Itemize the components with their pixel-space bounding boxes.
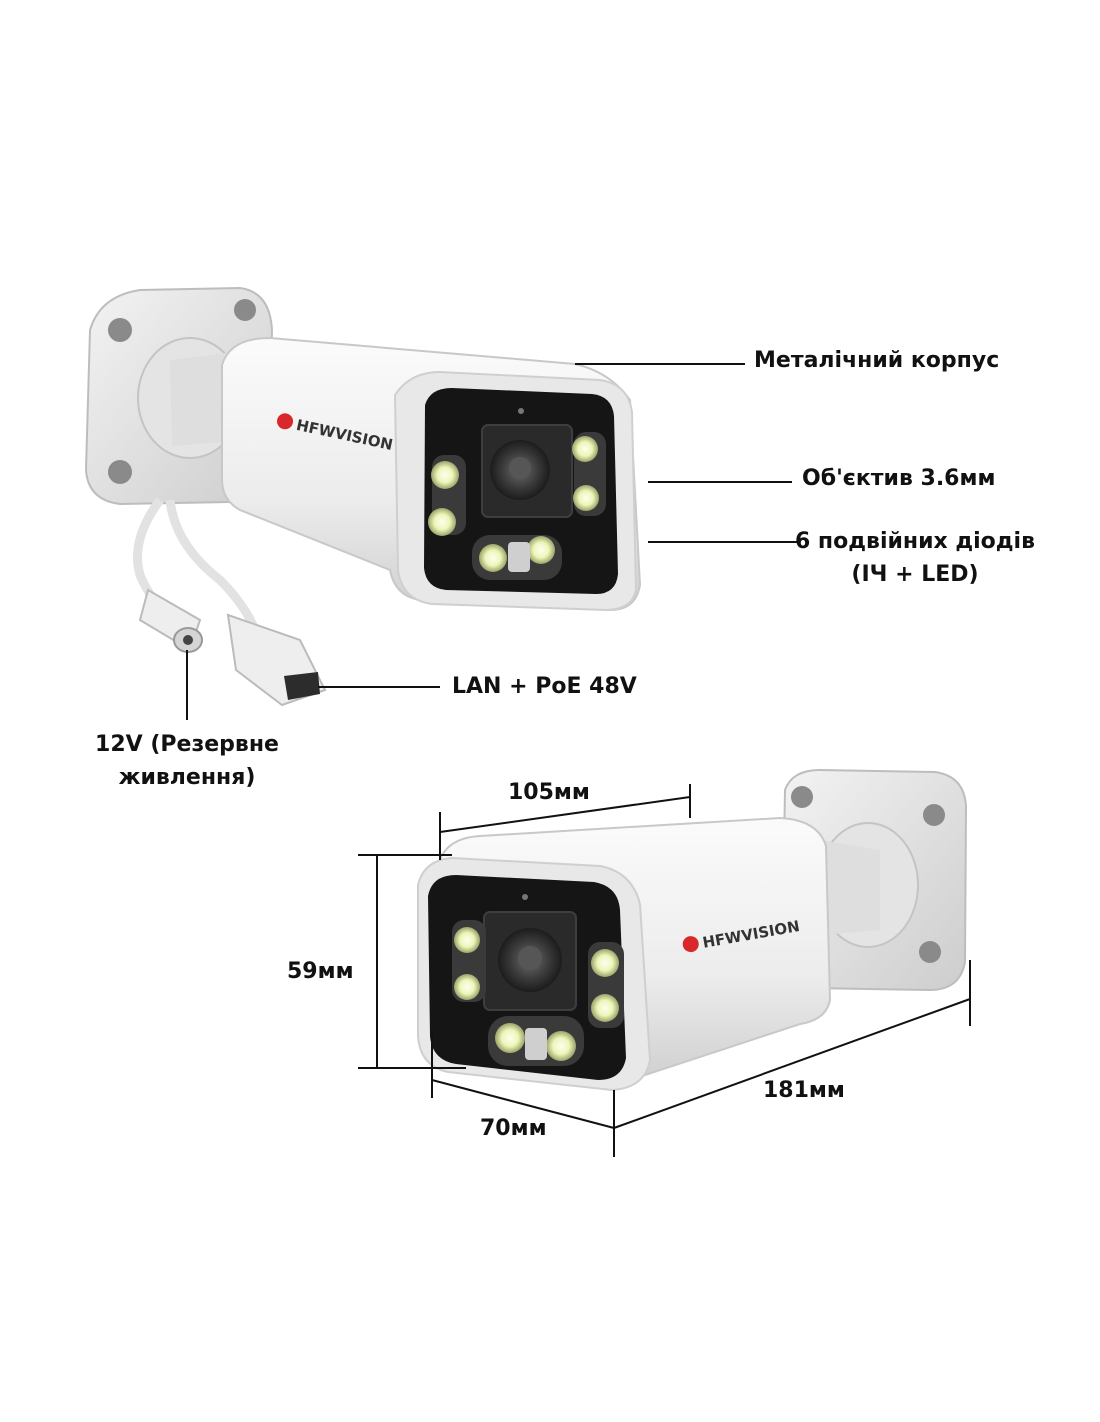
screw-hole xyxy=(234,299,256,321)
light-sensor xyxy=(525,1028,547,1060)
led-icon xyxy=(573,485,599,511)
label-lan-poe: LAN + PoE 48V xyxy=(452,674,637,699)
label-power-line2: живлення) xyxy=(118,765,256,790)
screw-hole xyxy=(923,804,945,826)
lens-center xyxy=(518,946,542,970)
led-icon xyxy=(431,461,459,489)
led-icon xyxy=(546,1031,576,1061)
label-lens: Об'єктив 3.6мм xyxy=(802,466,996,491)
logo-icon xyxy=(682,936,699,953)
led-icon xyxy=(591,949,619,977)
dc-pin xyxy=(183,635,193,645)
led-icon xyxy=(572,436,598,462)
label-power-line1: 12V (Резервне xyxy=(95,732,279,757)
lens-center xyxy=(509,457,531,479)
dim-line-front-width xyxy=(431,1079,615,1129)
logo-icon xyxy=(277,413,294,430)
dim-line-length xyxy=(613,998,971,1129)
led-icon xyxy=(495,1023,525,1053)
mount-arm xyxy=(820,840,880,935)
screw-hole xyxy=(791,786,813,808)
light-sensor xyxy=(508,542,530,572)
screw-hole xyxy=(108,318,132,342)
screw-hole xyxy=(919,941,941,963)
led-icon xyxy=(454,927,480,953)
dimension-front-width: 70мм xyxy=(480,1116,547,1141)
label-metal-housing: Металічний корпус xyxy=(754,348,1000,373)
screw-hole xyxy=(108,460,132,484)
led-icon xyxy=(527,536,555,564)
dimension-height: 59мм xyxy=(287,959,354,984)
led-icon xyxy=(428,508,456,536)
label-diodes-line2: (ІЧ + LED) xyxy=(851,562,979,587)
camera-2: HFWVISION xyxy=(417,768,968,1092)
led-icon xyxy=(454,974,480,1000)
dim-line-top-width xyxy=(439,796,691,833)
dimension-length: 181мм xyxy=(763,1078,845,1103)
led-icon xyxy=(479,544,507,572)
label-diodes-line1: 6 подвійних діодів xyxy=(794,529,1036,554)
lan-cable xyxy=(165,499,260,632)
mic-hole xyxy=(518,408,524,414)
dimension-top-width: 105мм xyxy=(508,780,590,805)
rj45-port xyxy=(284,672,320,700)
mic-hole xyxy=(522,894,528,900)
dimension-lines xyxy=(358,784,971,1157)
led-icon xyxy=(591,994,619,1022)
camera-1: HFWVISION xyxy=(84,286,642,707)
